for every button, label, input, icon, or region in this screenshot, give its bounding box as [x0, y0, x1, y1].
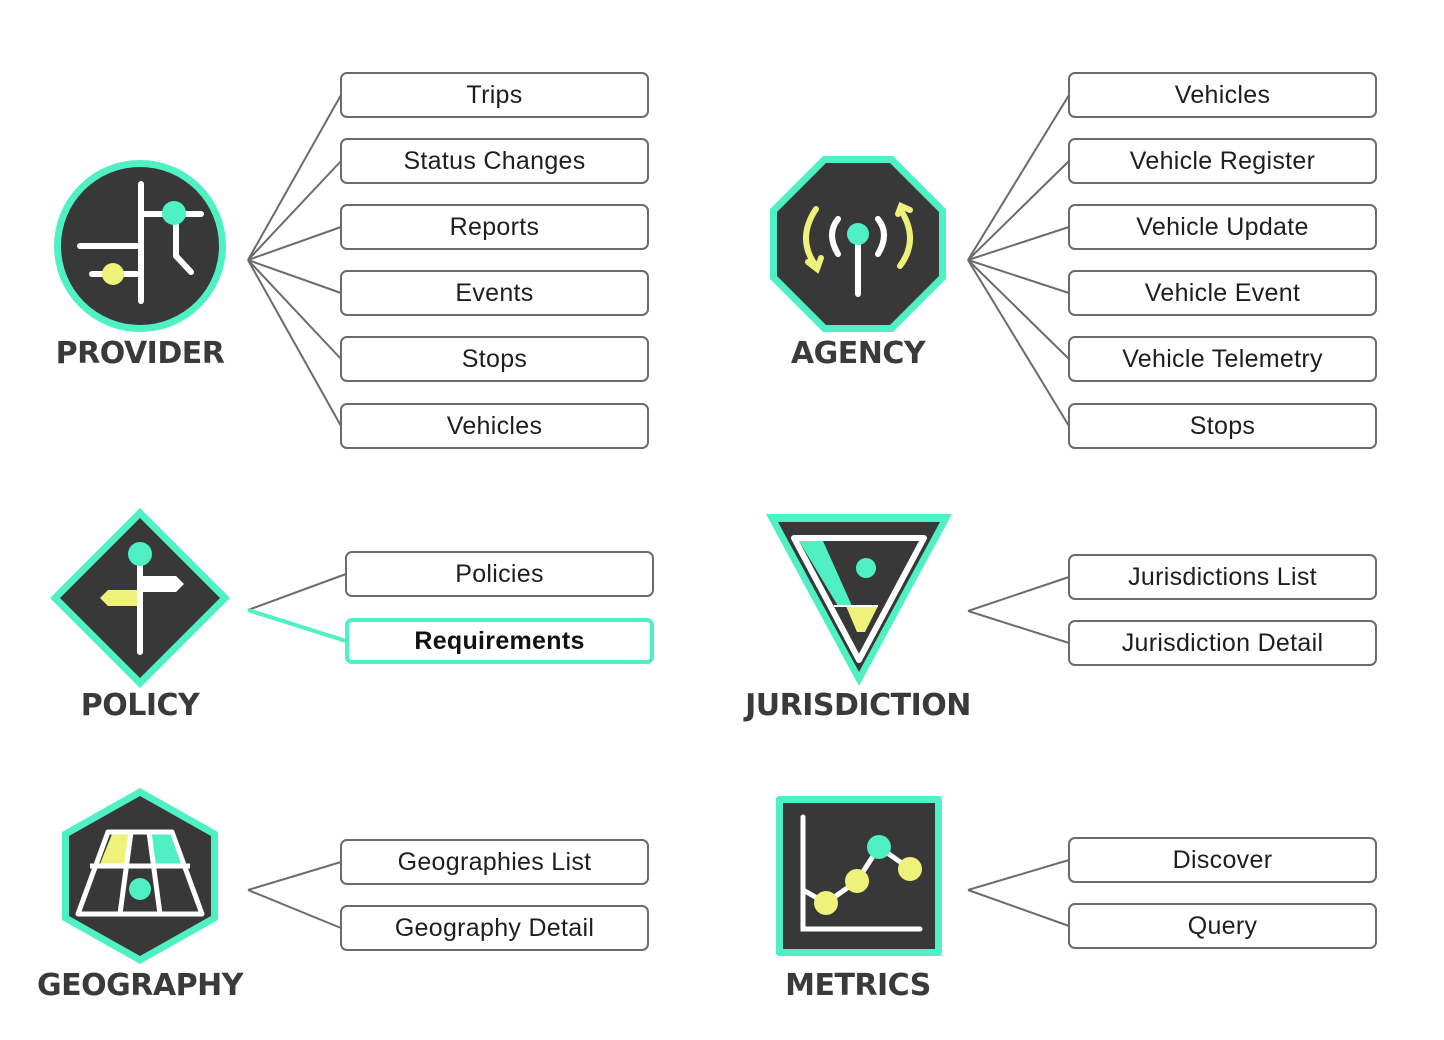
connector-metrics-0	[967, 859, 1070, 891]
connector-jurisdiction-0	[967, 576, 1070, 612]
connector-agency-3	[967, 259, 1070, 294]
endpoint-label: Vehicles	[446, 411, 543, 440]
category-label-provider: PROVIDER	[55, 336, 225, 371]
agency-antenna-icon	[768, 154, 948, 334]
endpoint-agency-vehicle-register[interactable]: Vehicle Register	[1068, 138, 1377, 184]
provider-street-network-icon	[48, 154, 232, 338]
endpoint-geography-geography-detail[interactable]: Geography Detail	[340, 905, 649, 951]
endpoint-label: Reports	[449, 212, 540, 241]
endpoint-geography-geographies-list[interactable]: Geographies List	[340, 839, 649, 885]
endpoint-label: Vehicle Event	[1144, 278, 1301, 307]
endpoint-agency-vehicle-update[interactable]: Vehicle Update	[1068, 204, 1377, 250]
endpoint-jurisdiction-jurisdictions-list[interactable]: Jurisdictions List	[1068, 554, 1377, 600]
endpoint-label: Vehicles	[1174, 80, 1271, 109]
endpoint-label: Vehicle Update	[1136, 212, 1309, 241]
connector-geography-0	[247, 861, 342, 891]
endpoint-label: Geography Detail	[394, 913, 595, 942]
endpoint-label: Status Changes	[403, 146, 586, 175]
endpoint-label: Vehicle Telemetry	[1122, 344, 1323, 373]
endpoint-label: Stops	[461, 344, 528, 373]
connector-policy-1	[247, 608, 347, 643]
endpoint-label: Events	[455, 278, 534, 307]
endpoint-provider-trips[interactable]: Trips	[340, 72, 649, 118]
connector-agency-0	[967, 94, 1070, 261]
endpoint-provider-events[interactable]: Events	[340, 270, 649, 316]
connector-provider-0	[247, 94, 342, 261]
category-label-geography: GEOGRAPHY	[37, 968, 243, 1003]
endpoint-label: Requirements	[414, 626, 585, 655]
endpoint-label: Query	[1187, 911, 1258, 940]
geography-map-grid-icon	[60, 786, 220, 966]
endpoint-agency-vehicle-telemetry[interactable]: Vehicle Telemetry	[1068, 336, 1377, 382]
endpoint-label: Discover	[1172, 845, 1273, 874]
endpoint-policy-requirements[interactable]: Requirements	[345, 618, 654, 664]
endpoint-policy-policies[interactable]: Policies	[345, 551, 654, 597]
endpoint-jurisdiction-jurisdiction-detail[interactable]: Jurisdiction Detail	[1068, 620, 1377, 666]
endpoint-agency-vehicle-event[interactable]: Vehicle Event	[1068, 270, 1377, 316]
category-label-jurisdiction: JURISDICTION	[745, 688, 971, 723]
endpoint-label: Vehicle Register	[1129, 146, 1316, 175]
endpoint-provider-vehicles[interactable]: Vehicles	[340, 403, 649, 449]
metrics-line-chart-icon	[775, 795, 943, 957]
endpoint-agency-stops[interactable]: Stops	[1068, 403, 1377, 449]
endpoint-provider-status-changes[interactable]: Status Changes	[340, 138, 649, 184]
endpoint-label: Stops	[1189, 411, 1256, 440]
connector-provider-1	[247, 160, 342, 261]
endpoint-label: Policies	[455, 559, 544, 588]
category-label-agency: AGENCY	[790, 336, 926, 371]
endpoint-provider-reports[interactable]: Reports	[340, 204, 649, 250]
jurisdiction-triangle-icon	[764, 512, 954, 688]
connector-geography-1	[247, 889, 342, 929]
endpoint-label: Jurisdictions List	[1128, 562, 1317, 591]
endpoint-label: Jurisdiction Detail	[1121, 628, 1324, 657]
connector-policy-0	[247, 573, 347, 611]
endpoint-provider-stops[interactable]: Stops	[340, 336, 649, 382]
policy-signpost-icon	[48, 506, 232, 690]
connector-agency-1	[967, 160, 1070, 261]
connector-jurisdiction-1	[967, 610, 1070, 644]
category-label-metrics: METRICS	[785, 968, 931, 1003]
connector-provider-2	[247, 226, 342, 261]
endpoint-metrics-query[interactable]: Query	[1068, 903, 1377, 949]
endpoint-label: Geographies List	[397, 847, 592, 876]
endpoint-metrics-discover[interactable]: Discover	[1068, 837, 1377, 883]
category-label-policy: POLICY	[80, 688, 200, 723]
connector-agency-2	[967, 226, 1070, 261]
connector-provider-3	[247, 259, 342, 294]
connector-metrics-1	[967, 889, 1070, 927]
endpoint-agency-vehicles[interactable]: Vehicles	[1068, 72, 1377, 118]
endpoint-label: Trips	[466, 80, 523, 109]
